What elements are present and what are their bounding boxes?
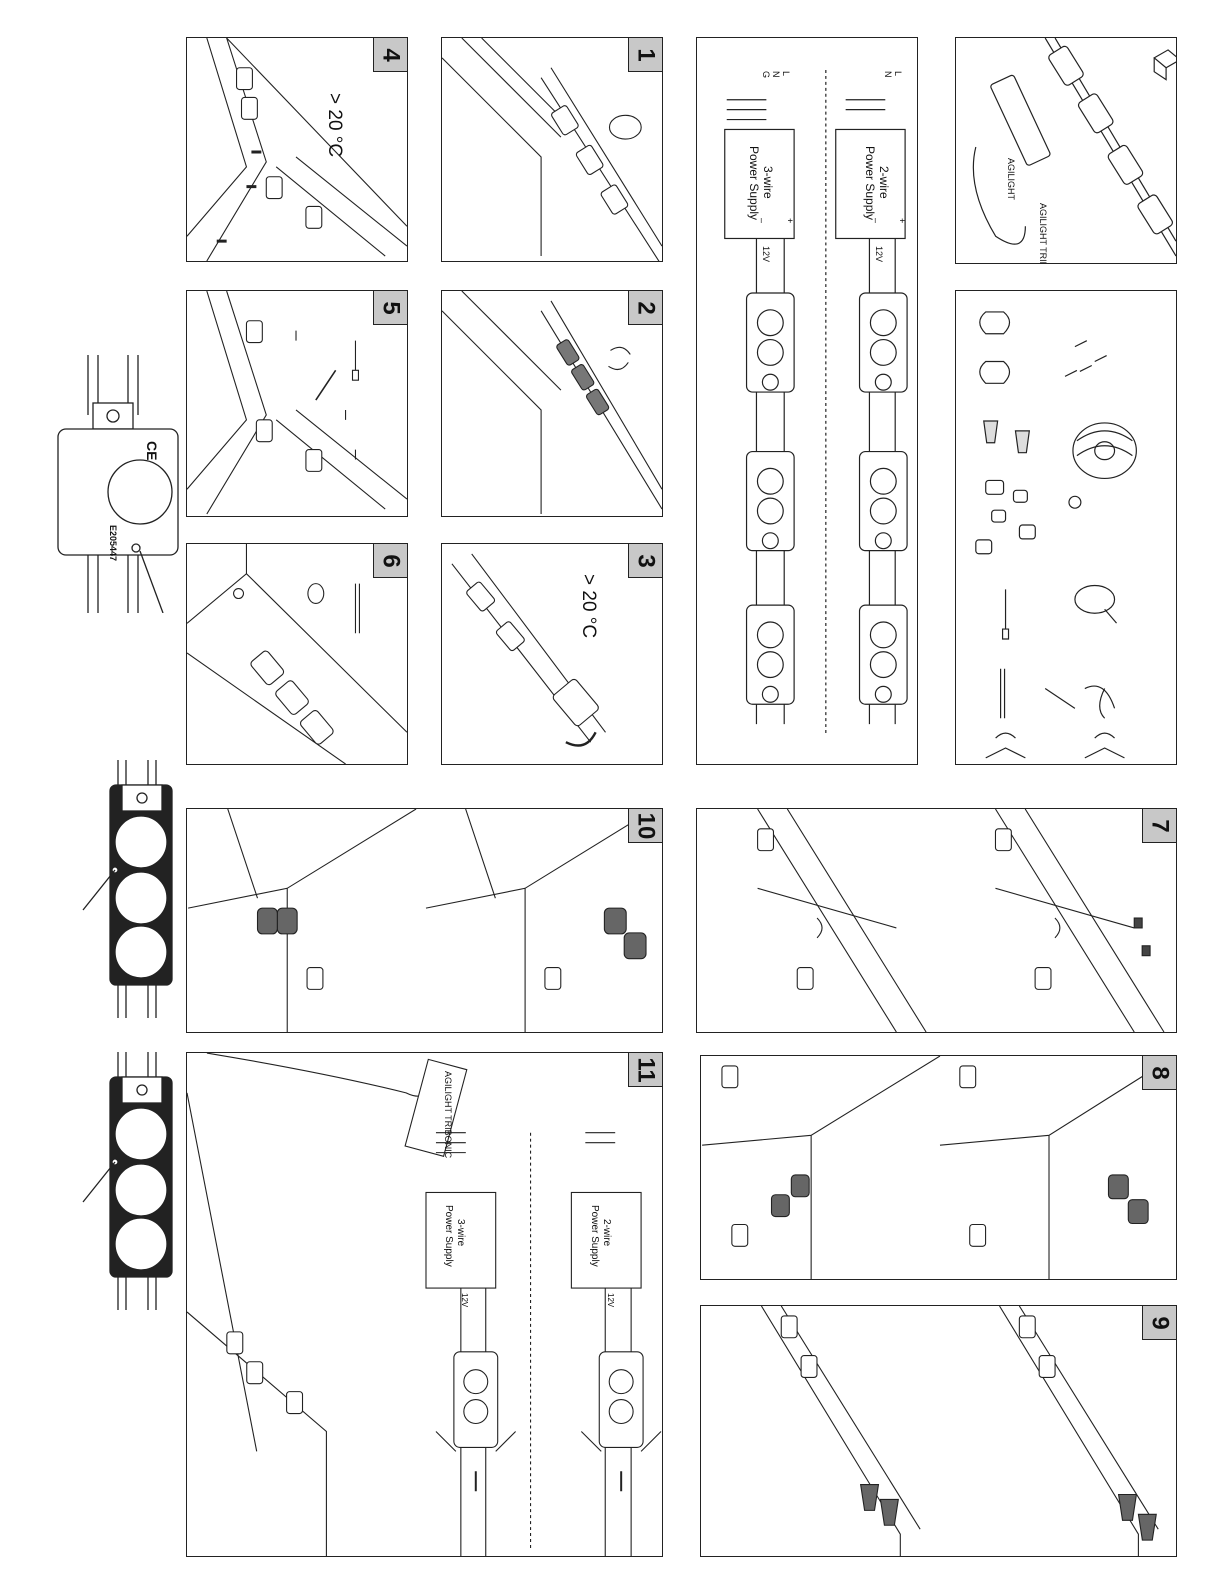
wiring-diagram-drawing [697, 38, 917, 764]
module-led-3-drawing-lower [78, 1052, 178, 1310]
step-9-number: 9 [1142, 1306, 1176, 1340]
wiring-3-wire-title: 3-wire [761, 166, 774, 199]
connector-icon [976, 480, 1035, 553]
wiring-2-wire-title: 2-wire [877, 166, 890, 199]
step-11-3-wire-power-supply: Power Supply [442, 1205, 455, 1267]
step-7-number: 7 [1142, 809, 1176, 843]
strippers-icon [1085, 733, 1125, 758]
step-11-3-wire-voltage: 12V [460, 1293, 469, 1307]
step-5-number: 5 [373, 291, 407, 325]
step-11-2-wire-power-supply: Power Supply [588, 1205, 601, 1267]
panel-parts-and-tools [955, 290, 1177, 765]
wire-spool-icon [1073, 423, 1136, 478]
wiring-3-wire-G: G [761, 71, 771, 78]
step-11-brand-label: AGILIGHT TRIBONIC [443, 1071, 453, 1158]
wiring-2-wire-power-supply: Power Supply [863, 146, 876, 220]
wiring-2-wire-voltage: 12V [874, 246, 884, 262]
panel-step-6: 6 [186, 543, 408, 765]
step-1-number: 1 [628, 38, 662, 72]
pliers-icon [986, 733, 1026, 758]
wiring-2-wire-N: N [883, 71, 893, 78]
step-3-number: 3 [628, 544, 662, 578]
drill-bit-icon [1001, 669, 1005, 719]
step-3-temperature: > 20 °C [577, 574, 599, 638]
step-11-number: 11 [628, 1053, 662, 1087]
wiring-3-wire-N: N [771, 71, 781, 78]
parts-and-tools-drawing [956, 291, 1176, 764]
panel-step-7: 7 [696, 808, 1177, 1033]
panel-product-overview: AGILIGHT AGILIGHT TRIBONIC [955, 37, 1177, 264]
module-led-3-drawing-upper [78, 760, 178, 1018]
step-10-number: 10 [628, 809, 662, 843]
wiring-3-wire-power-supply: Power Supply [747, 146, 760, 220]
module-ul-code: E205447 [108, 525, 118, 561]
wiring-3-wire-minus: – [757, 218, 767, 223]
step-6-number: 6 [373, 544, 407, 578]
deburr-tool-icon [1075, 585, 1117, 623]
panel-step-8: 8 [700, 1055, 1177, 1280]
panel-step-3: 3 > 20 °C [441, 543, 663, 765]
cutter-pliers-icon [1045, 686, 1114, 718]
panel-step-11: 11 AGILIGHT TRIBONIC 3-wire Power Supply… [186, 1052, 663, 1557]
step-4-number: 4 [373, 38, 407, 72]
panel-wiring-diagram: 3-wire Power Supply 2-wire Power Supply … [696, 37, 918, 765]
step-11-drawing [187, 1053, 662, 1556]
step-8-number: 8 [1142, 1056, 1176, 1090]
step-11-3-wire-title: 3-wire [454, 1219, 467, 1246]
panel-step-9: 9 [700, 1305, 1177, 1557]
wiring-2-wire-minus: – [871, 218, 881, 223]
step-9-drawing [701, 1306, 1176, 1556]
panel-step-4: 4 > 20 °C [186, 37, 408, 262]
screwdriver-icon [1003, 589, 1009, 639]
panel-step-5: 5 [186, 290, 408, 517]
step-4-temperature: > 20 °C [323, 93, 345, 157]
led-strip-and-power-supply-drawing [956, 38, 1176, 263]
step-11-2-wire-voltage: 12V [606, 1293, 615, 1307]
module-power-unit-drawing: CE E205447 [48, 355, 180, 613]
panel-step-1: 1 [441, 37, 663, 262]
brand-label-full: AGILIGHT TRIBONIC [1038, 203, 1048, 264]
panel-step-10: 10 [186, 808, 663, 1033]
wiring-3-wire-voltage: 12V [761, 246, 771, 262]
wiring-3-wire-plus: + [785, 218, 795, 223]
wiring-2-wire-plus: + [897, 218, 907, 223]
panel-step-2: 2 [441, 290, 663, 517]
step-2-number: 2 [628, 291, 662, 325]
wiring-2-wire-L: L [893, 71, 903, 76]
screw-icon [1065, 341, 1107, 377]
wire-nut-icon [984, 421, 1030, 453]
step-7-drawing [697, 809, 1176, 1032]
clip-icon [980, 312, 1010, 383]
module-ce-mark: CE [144, 441, 160, 460]
step-11-2-wire-title: 2-wire [600, 1219, 613, 1246]
wiring-3-wire-L: L [781, 71, 791, 76]
step-8-drawing [701, 1056, 1176, 1279]
step-10-drawing [187, 809, 662, 1032]
brand-label-small: AGILIGHT [1006, 158, 1016, 200]
